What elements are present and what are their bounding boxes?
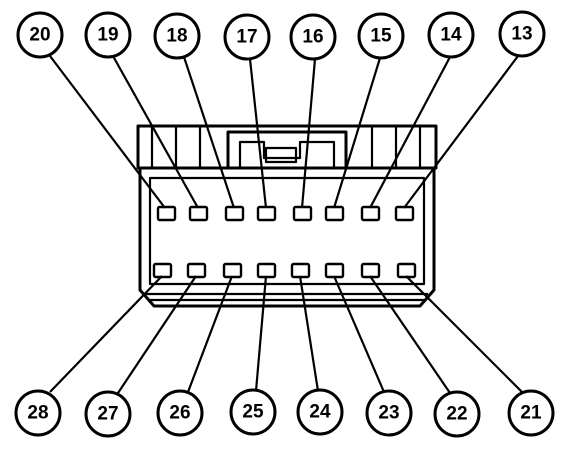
callout-circle	[156, 389, 204, 437]
callout-21: 21	[507, 389, 555, 437]
callout-label: 16	[302, 27, 323, 48]
leader-line-18	[182, 56, 236, 209]
callout-circle	[223, 13, 271, 61]
terminal-pin-19	[188, 205, 209, 222]
leader-line-28	[49, 275, 163, 393]
bottom-pin-row	[152, 262, 417, 279]
connector-face-inner	[148, 176, 426, 286]
callout-circle	[289, 13, 337, 61]
callout-20: 20	[16, 11, 64, 59]
callout-16: 16	[289, 13, 337, 61]
callout-27: 27	[84, 390, 132, 438]
terminal-pin-23	[324, 262, 345, 279]
terminal-pin-21	[396, 262, 417, 279]
terminal-pin-20	[156, 205, 177, 222]
leader-line-13	[403, 55, 519, 209]
callout-13: 13	[498, 10, 546, 58]
callout-label: 17	[236, 27, 257, 48]
callout-label: 20	[29, 25, 50, 46]
callout-label: 14	[440, 25, 462, 46]
callout-label: 28	[27, 403, 48, 424]
callout-circle	[84, 390, 132, 438]
leader-line-26	[186, 275, 234, 393]
terminal-pin-27	[186, 262, 207, 279]
bottom-leader-lines	[49, 275, 523, 394]
callout-circle	[296, 388, 344, 436]
callout-label: 13	[511, 24, 532, 45]
callout-circle	[229, 388, 277, 436]
callout-circle	[84, 11, 132, 59]
callout-circle	[16, 11, 64, 59]
connector-lock-tab-detail	[238, 140, 336, 168]
callout-label: 23	[378, 403, 399, 424]
callout-25: 25	[229, 388, 277, 436]
callout-28: 28	[14, 389, 62, 437]
callout-17: 17	[223, 13, 271, 61]
callout-22: 22	[433, 390, 481, 438]
callout-label: 24	[309, 402, 331, 423]
leader-line-20	[49, 55, 166, 209]
callout-circle	[498, 10, 546, 58]
callout-circle	[153, 12, 201, 60]
top-leader-lines	[49, 55, 519, 209]
callout-18: 18	[153, 12, 201, 60]
top-callouts: 20 19 18 17 16 15 14 13	[16, 10, 546, 61]
leader-line-22	[369, 275, 451, 394]
connector-body	[136, 124, 438, 308]
terminal-pin-28	[152, 262, 173, 279]
leader-line-14	[369, 56, 451, 209]
callout-circle	[427, 11, 475, 59]
callout-label: 19	[97, 25, 118, 46]
leader-line-16	[300, 58, 317, 209]
callout-circle	[365, 389, 413, 437]
leader-line-21	[405, 275, 523, 393]
callout-14: 14	[427, 11, 475, 59]
leader-line-19	[112, 55, 199, 209]
callout-24: 24	[296, 388, 344, 436]
leader-line-25	[254, 275, 268, 392]
terminal-pin-22	[360, 262, 381, 279]
leader-line-27	[117, 275, 197, 394]
callout-circle	[14, 389, 62, 437]
terminal-pin-24	[290, 262, 311, 279]
leader-line-24	[298, 275, 320, 392]
leader-line-17	[248, 58, 268, 209]
terminal-pin-26	[222, 262, 243, 279]
connector-lock-window	[264, 146, 298, 164]
callout-label: 18	[166, 26, 187, 47]
terminal-pin-16	[292, 205, 313, 222]
terminal-pin-14	[360, 205, 381, 222]
bottom-callouts: 28 27 26 25 24 23 22 21	[14, 388, 555, 438]
callout-label: 21	[520, 403, 542, 424]
callout-circle	[433, 390, 481, 438]
callout-label: 25	[242, 402, 264, 423]
callout-circle	[507, 389, 555, 437]
callout-19: 19	[84, 11, 132, 59]
callout-26: 26	[156, 389, 204, 437]
terminal-pin-13	[394, 205, 415, 222]
leader-line-15	[332, 57, 382, 209]
callout-circle	[357, 12, 405, 60]
leader-line-23	[332, 275, 386, 393]
callout-23: 23	[365, 389, 413, 437]
connector-face	[138, 166, 436, 308]
terminal-pin-18	[224, 205, 245, 222]
callout-label: 26	[169, 403, 190, 424]
callout-label: 15	[370, 26, 392, 47]
callout-label: 27	[97, 404, 118, 425]
terminal-pin-25	[256, 262, 277, 279]
terminal-pin-15	[324, 205, 345, 222]
terminal-pin-17	[256, 205, 277, 222]
callout-15: 15	[357, 12, 405, 60]
top-pin-row	[156, 205, 415, 222]
callout-label: 22	[446, 404, 467, 425]
